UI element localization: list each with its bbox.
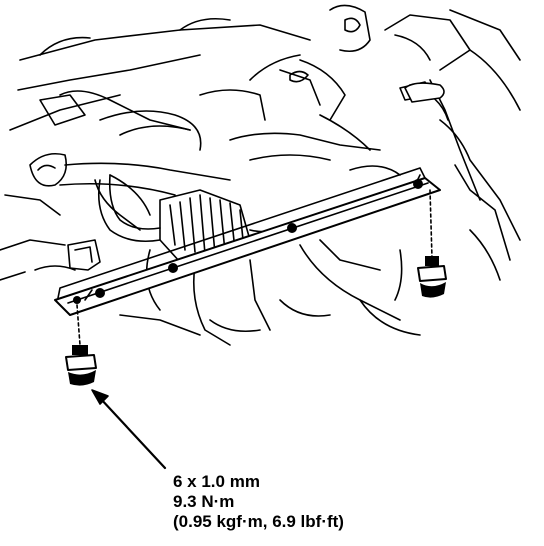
right-bolt	[417, 189, 447, 298]
torque-value-alt: (0.95 kgf·m, 6.9 lbf·ft)	[173, 512, 344, 531]
left-bolt	[65, 304, 97, 386]
torque-value-nm: 9.3 N·m	[173, 492, 235, 511]
bar-mounting-holes	[73, 179, 423, 304]
stiffener-bar	[54, 167, 441, 316]
left-bracket	[67, 239, 101, 271]
torque-spec-label: 6 x 1.0 mm 9.3 N·m (0.95 kgf·m, 6.9 lbf·…	[173, 472, 344, 532]
bolt-size: 6 x 1.0 mm	[173, 472, 260, 491]
leader-arrow	[91, 389, 167, 470]
right-clip	[404, 82, 445, 103]
